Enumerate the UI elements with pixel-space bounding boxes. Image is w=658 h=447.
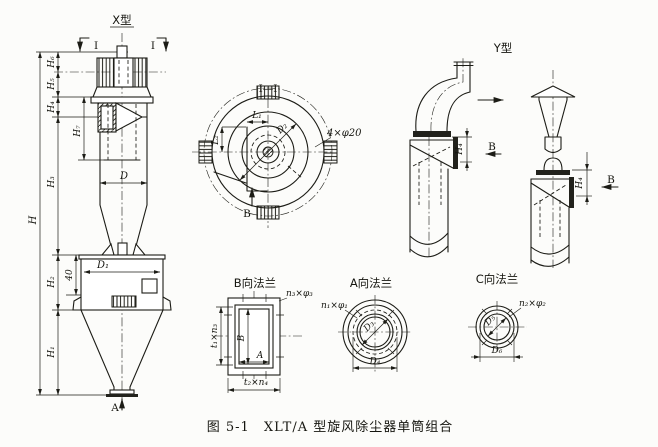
dim-label-D: D — [119, 171, 128, 182]
view-arrow-label-B-cone: B — [607, 174, 615, 186]
bolt-count-note: 4×φ20 — [326, 128, 362, 139]
view-arrow-label-A: A — [110, 402, 119, 414]
section-view-i-i: I—I L₁ L₂ D₂ 4×φ20 B — [192, 83, 362, 228]
flange-a-bolt-callout: n₁×φ₁ — [321, 301, 348, 311]
dim-label-D2: D₂ — [275, 121, 291, 137]
dim-label-H6: H₆ — [47, 56, 57, 69]
figure-caption: 图 5-1 XLT/A 型旋风除尘器单筒组合 — [207, 419, 453, 435]
dim-label-D1: D₁ — [96, 260, 109, 271]
flange-b-bolt-callout: n₃×φ₃ — [286, 289, 313, 299]
flange-b-dim-height: B — [237, 334, 247, 342]
flange-c-title: C向法兰 — [476, 272, 519, 286]
y-type-elbow-view: Y型 H₄ B — [409, 41, 513, 258]
dim-label-H: H — [28, 215, 39, 225]
flange-view-b: B向法兰 t₁×n₃ B A t₂×n₄ n₃×φ₃ — [210, 276, 313, 393]
y-type-cone-view: H₄ B — [530, 70, 619, 268]
section-mark-left: I — [94, 40, 98, 52]
view-arrow-label-B-section: B — [243, 208, 251, 220]
flange-view-a: A向法兰 D₃ D₄ n₁×φ₁ — [321, 276, 412, 372]
flange-b-dim-bottom: t₂×n₄ — [244, 378, 269, 388]
x-view-dimension-chains: H H₆ H₅ H₄ H₃ H₂ H₁ 40 H₇ — [28, 51, 86, 396]
dim-label-H3: H₃ — [47, 176, 57, 189]
flange-b-dim-width: A — [256, 351, 264, 361]
dim-label-H4-elbow: H₄ — [455, 143, 465, 156]
dim-label-40: 40 — [65, 269, 75, 282]
flange-b-dim-left: t₁×n₃ — [210, 324, 220, 349]
dim-label-H5: H₅ — [47, 78, 57, 91]
x-type-front-view: X型 I I — [36, 13, 172, 414]
dim-label-H2: H₂ — [47, 276, 57, 289]
flange-a-dim-outer: D₄ — [369, 357, 381, 367]
view-arrow-label-B-elbow: B — [488, 141, 496, 153]
flange-view-c: C向法兰 D₅ D₆ n₂×φ₂ — [468, 272, 546, 362]
dim-label-H7: H₇ — [73, 125, 83, 138]
x-view-title: X型 — [112, 13, 131, 27]
dim-label-L1: L₁ — [251, 111, 262, 121]
dim-label-H4: H₄ — [47, 101, 57, 114]
y-view-title: Y型 — [493, 41, 513, 55]
flange-c-bolt-callout: n₂×φ₂ — [519, 299, 546, 309]
flange-c-dim-outer: D₆ — [491, 346, 503, 356]
dim-label-H4-cone: H₄ — [575, 177, 585, 190]
dim-label-L2: L₂ — [211, 135, 221, 146]
dim-label-H1: H₁ — [47, 346, 57, 358]
flange-b-title: B向法兰 — [234, 276, 276, 290]
section-mark-right: I — [151, 40, 155, 52]
flange-a-title: A向法兰 — [350, 276, 392, 290]
